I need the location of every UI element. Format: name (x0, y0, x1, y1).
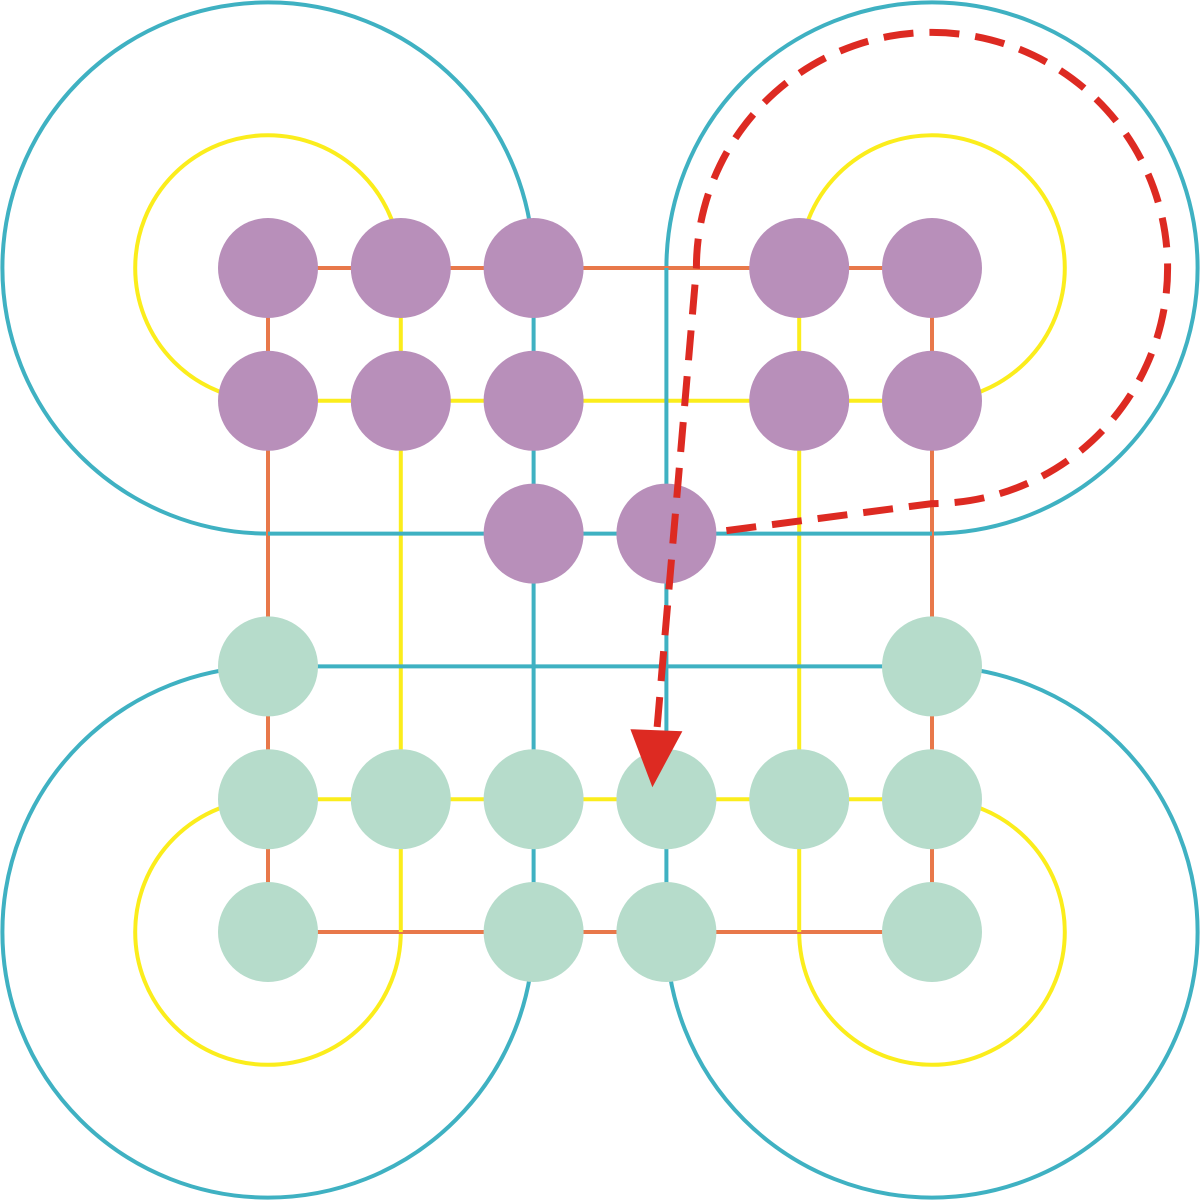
move-path (630, 28, 1172, 788)
purple-stone-r1-c4[interactable] (749, 350, 850, 451)
arrowhead-icon (630, 729, 683, 788)
yellow-loop-top-left (133, 133, 403, 403)
green-stone-r4-c5[interactable] (882, 749, 982, 850)
green-stone-r5-c5[interactable] (882, 882, 982, 982)
yellow-loop-bottom-right (797, 797, 1067, 1067)
green-stone-r3-c0[interactable] (218, 616, 318, 717)
purple-stone-r0-c0[interactable] (218, 218, 318, 318)
purple-stone-r0-c4[interactable] (749, 218, 850, 318)
teal-loop-bottom-left (0, 664, 536, 1200)
purple-stone-r1-c5[interactable] (882, 350, 982, 451)
teal-loop-top-right (664, 0, 1200, 536)
green-stone-r4-c0[interactable] (218, 749, 318, 850)
purple-stone-r1-c0[interactable] (218, 350, 318, 451)
capture-path-dashed (650, 28, 1172, 760)
purple-stone-r2-c2[interactable] (483, 483, 584, 584)
teal-loop-bottom-right (664, 664, 1200, 1200)
purple-stone-r2-c3[interactable] (616, 483, 717, 584)
purple-stone-r0-c5[interactable] (882, 218, 982, 318)
yellow-loop-top-right (797, 133, 1067, 403)
purple-stone-r1-c1[interactable] (350, 350, 451, 451)
green-stone-r4-c1[interactable] (350, 749, 451, 850)
green-stone-r5-c0[interactable] (218, 882, 318, 982)
stones (218, 218, 982, 982)
yellow-loop-bottom-left (133, 797, 403, 1067)
teal-loop-top-left (0, 0, 536, 536)
purple-stone-r0-c1[interactable] (350, 218, 451, 318)
green-stone-r4-c4[interactable] (749, 749, 850, 850)
green-stone-r5-c2[interactable] (483, 882, 584, 982)
green-stone-r4-c3[interactable] (616, 749, 717, 850)
purple-stone-r0-c2[interactable] (483, 218, 584, 318)
green-stone-r5-c3[interactable] (616, 882, 717, 982)
green-stone-r3-c5[interactable] (882, 616, 982, 717)
purple-stone-r1-c2[interactable] (483, 350, 584, 451)
green-stone-r4-c2[interactable] (483, 749, 584, 850)
